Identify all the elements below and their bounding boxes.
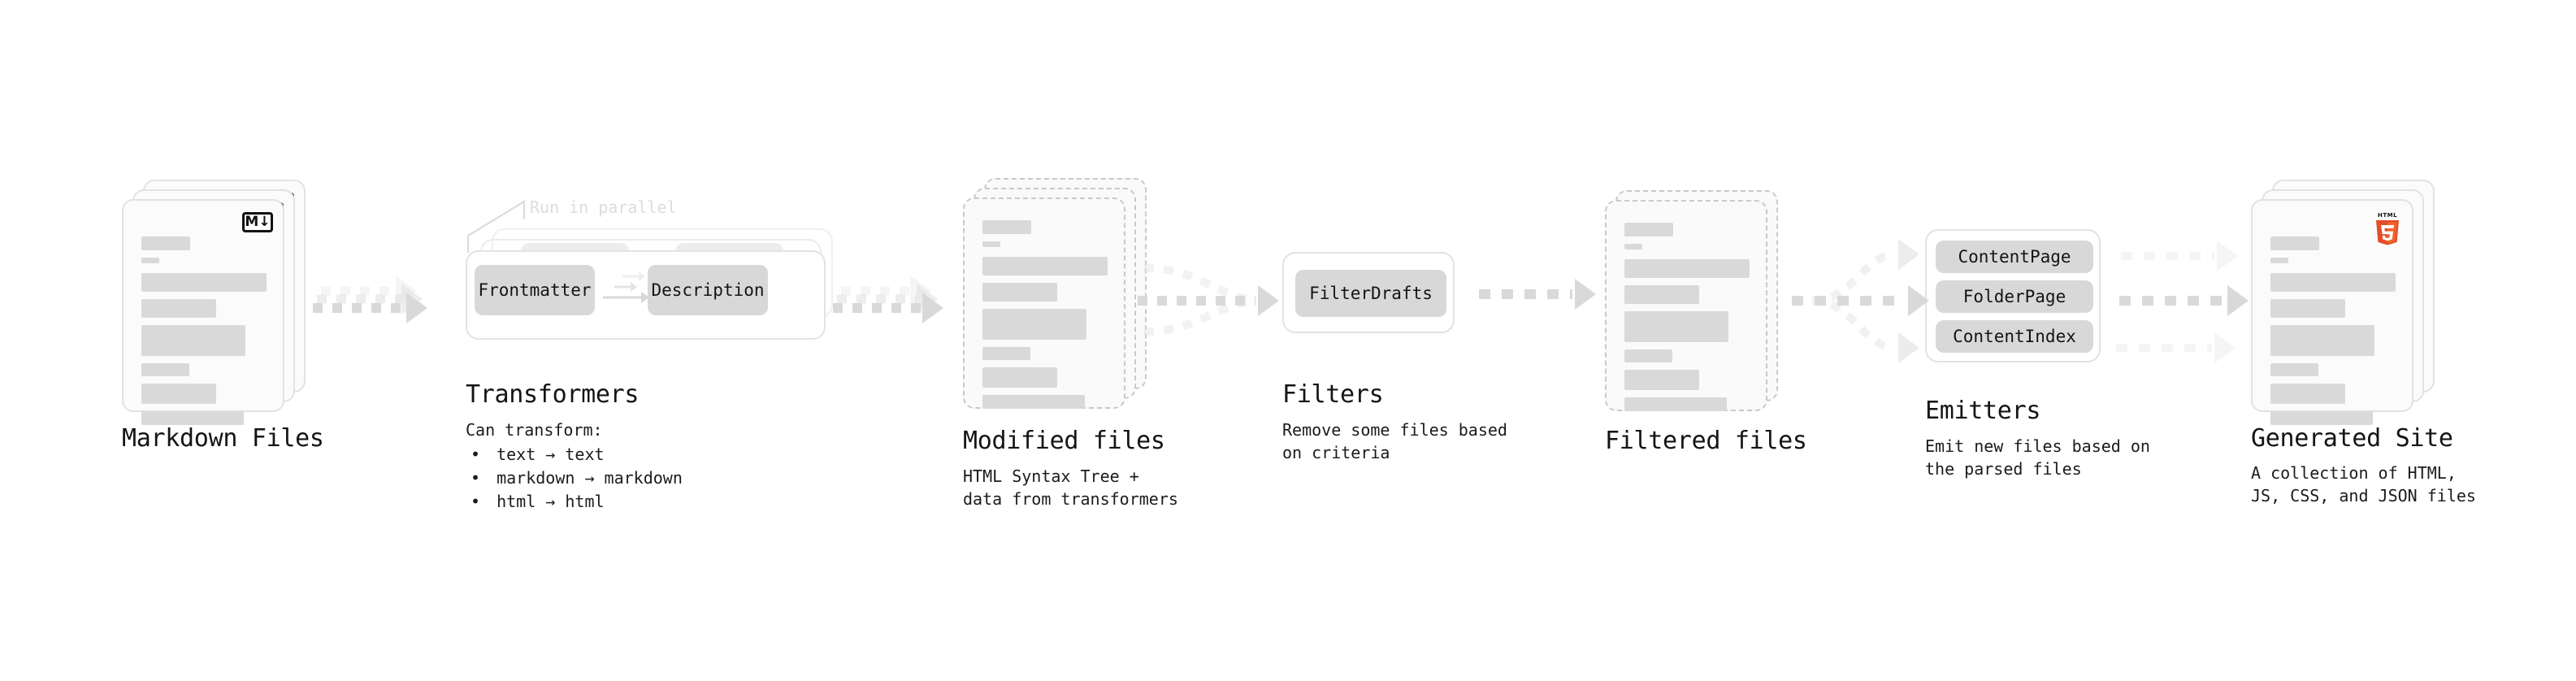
bullet-item: • markdown → markdown — [471, 466, 683, 490]
stage-label-modified-files: Modified files — [963, 427, 1165, 455]
skeleton-bar — [1624, 311, 1728, 342]
stage-emitters: ContentPage FolderPage ContentIndex Emit… — [1925, 0, 2201, 681]
skeleton-bar — [982, 241, 1000, 247]
skeleton-bar — [982, 220, 1031, 234]
svg-text:HTML: HTML — [2378, 212, 2397, 219]
markdown-file-stack: M↓ M↓ M↓ — [122, 180, 306, 425]
stage-label-emitters: Emitters — [1925, 397, 2041, 425]
document-skeleton — [1624, 223, 1750, 419]
transformer-pill-description[interactable]: Description — [648, 265, 768, 315]
generated-site-desc: A collection of HTML, JS, CSS, and JSON … — [2251, 463, 2476, 506]
stage-markdown-files: M↓ M↓ M↓ Markdown Files — [122, 0, 333, 681]
skeleton-bar — [2270, 411, 2374, 425]
skeleton-bar — [2270, 384, 2346, 404]
emitter-pill-contentindex[interactable]: ContentIndex — [1936, 320, 2093, 353]
skeleton-bar — [1624, 349, 1672, 362]
skeleton-bar — [1624, 397, 1728, 411]
transformers-bullets: • text → text • markdown → markdown • ht… — [471, 443, 683, 514]
stage-filters: FilterDrafts Filters Remove some files b… — [1282, 0, 1550, 681]
document-skeleton — [982, 220, 1108, 416]
skeleton-bar — [982, 309, 1086, 340]
stage-label-filters: Filters — [1282, 380, 1384, 409]
stage-generated-site: CSS HTML — [2251, 0, 2543, 681]
modified-files-desc: HTML Syntax Tree + data from transformer… — [963, 466, 1178, 510]
emitter-pill-contentpage[interactable]: ContentPage — [1936, 241, 2093, 273]
skeleton-bar — [141, 384, 217, 404]
markdown-icon: M↓ — [242, 212, 273, 232]
stage-modified-files: Modified files HTML Syntax Tree + data f… — [963, 0, 1239, 681]
bullet-text: text → text — [497, 445, 605, 464]
html5-icon-glyph: HTML — [2376, 212, 2399, 245]
skeleton-bar — [1624, 259, 1750, 278]
skeleton-bar — [982, 283, 1058, 301]
skeleton-bar — [2270, 363, 2318, 376]
skeleton-bar — [2270, 273, 2396, 292]
filtered-card-front — [1605, 200, 1767, 411]
skeleton-bar — [1624, 370, 1700, 390]
filters-desc: Remove some files based on criteria — [1282, 420, 1507, 463]
skeleton-bar — [141, 411, 245, 425]
skeleton-bar — [2270, 325, 2374, 356]
stage-transformers: Run in parallel Frontmatter Description … — [449, 0, 856, 681]
stage-label-generated-site: Generated Site — [2251, 424, 2453, 453]
document-skeleton — [141, 236, 267, 432]
bullet-item: • text → text — [471, 443, 683, 466]
bullet-glyph: • — [471, 445, 481, 464]
transformer-pill-frontmatter[interactable]: Frontmatter — [475, 265, 595, 315]
generated-card-front: HTML — [2251, 199, 2413, 425]
stage-label-markdown-files: Markdown Files — [122, 424, 324, 453]
skeleton-bar — [2270, 236, 2319, 250]
bullet-glyph: • — [471, 468, 481, 488]
emitters-desc: Emit new files based on the parsed files — [1925, 436, 2150, 479]
document-skeleton — [2270, 236, 2396, 432]
skeleton-bar — [2270, 258, 2288, 263]
modified-card-front — [963, 197, 1125, 409]
emitter-pill-folderpage[interactable]: FolderPage — [1936, 280, 2093, 313]
emitters-box: ContentPage FolderPage ContentIndex — [1925, 229, 2101, 362]
skeleton-bar — [1624, 285, 1700, 304]
skeleton-bar — [141, 363, 189, 376]
skeleton-bar — [141, 299, 217, 318]
skeleton-bar — [982, 367, 1058, 388]
skeleton-bar — [1624, 244, 1642, 249]
filter-pill-filterdrafts[interactable]: FilterDrafts — [1295, 270, 1446, 317]
html5-icon: HTML — [2373, 210, 2402, 249]
filters-box: FilterDrafts — [1282, 252, 1455, 333]
stage-filtered-files: Filtered files — [1605, 0, 1857, 681]
skeleton-bar — [141, 258, 159, 263]
bullet-glyph: • — [471, 492, 481, 511]
transformers-desc: Can transform: — [466, 420, 603, 440]
bullet-text: markdown → markdown — [497, 468, 683, 488]
stage-label-filtered-files: Filtered files — [1605, 427, 1807, 455]
bullet-text: html → html — [497, 492, 605, 511]
stage-label-transformers: Transformers — [466, 380, 640, 409]
bullet-item: • html → html — [471, 490, 683, 514]
skeleton-bar — [1624, 223, 1673, 236]
skeleton-bar — [982, 257, 1108, 275]
transformers-box: Frontmatter Description — [466, 250, 826, 340]
skeleton-bar — [982, 347, 1030, 360]
skeleton-bar — [2270, 299, 2346, 318]
skeleton-bar — [141, 236, 190, 250]
markdown-card-front: M↓ — [122, 199, 284, 425]
run-in-parallel-note: Run in parallel — [530, 197, 677, 217]
skeleton-bar — [141, 325, 245, 356]
skeleton-bar — [141, 273, 267, 292]
skeleton-bar — [982, 395, 1086, 409]
